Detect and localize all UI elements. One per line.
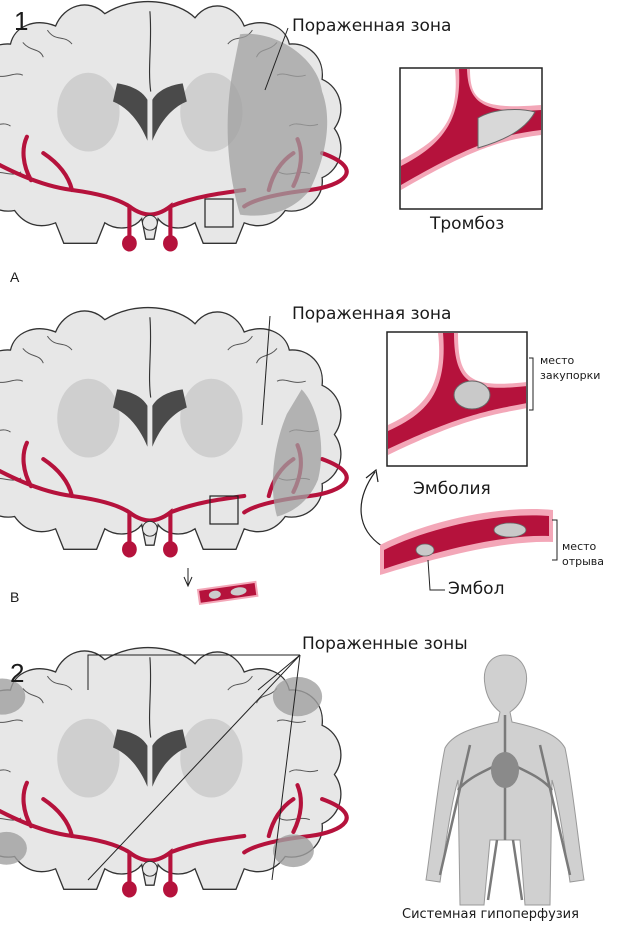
thrombus-inset-icon <box>400 68 542 209</box>
embolism-caption: Эмболия <box>413 481 491 498</box>
callout-affected-zone-a: Пораженная зона <box>292 18 451 35</box>
human-circulation-figure-icon <box>426 655 584 905</box>
panel-b-letter: B <box>10 590 19 604</box>
callout-affected-zone-b: Пораженная зона <box>292 306 451 323</box>
brain-2 <box>0 648 347 898</box>
callout-affected-zones: Пораженные зоны <box>302 636 468 653</box>
small-embolus-icon <box>198 582 257 604</box>
systemic-hypoperfusion-caption: Системная гипоперфузия <box>402 908 579 921</box>
occlusion-site-label: место закупорки <box>540 354 600 384</box>
section-1-number: 1 <box>14 8 28 34</box>
affected-zone-2d <box>273 834 314 867</box>
section-2-number: 2 <box>10 660 24 686</box>
panel-a-letter: A <box>10 270 19 284</box>
brain-a <box>0 2 347 252</box>
thrombosis-caption: Тромбоз <box>430 216 504 233</box>
brain-b <box>0 308 347 558</box>
affected-zone-2b <box>273 677 322 716</box>
embolism-inset-icon <box>387 332 527 466</box>
embolus-label: Эмбол <box>448 581 504 598</box>
detached-embolus-icon <box>380 509 553 575</box>
detach-site-label: место отрыва <box>562 540 604 570</box>
